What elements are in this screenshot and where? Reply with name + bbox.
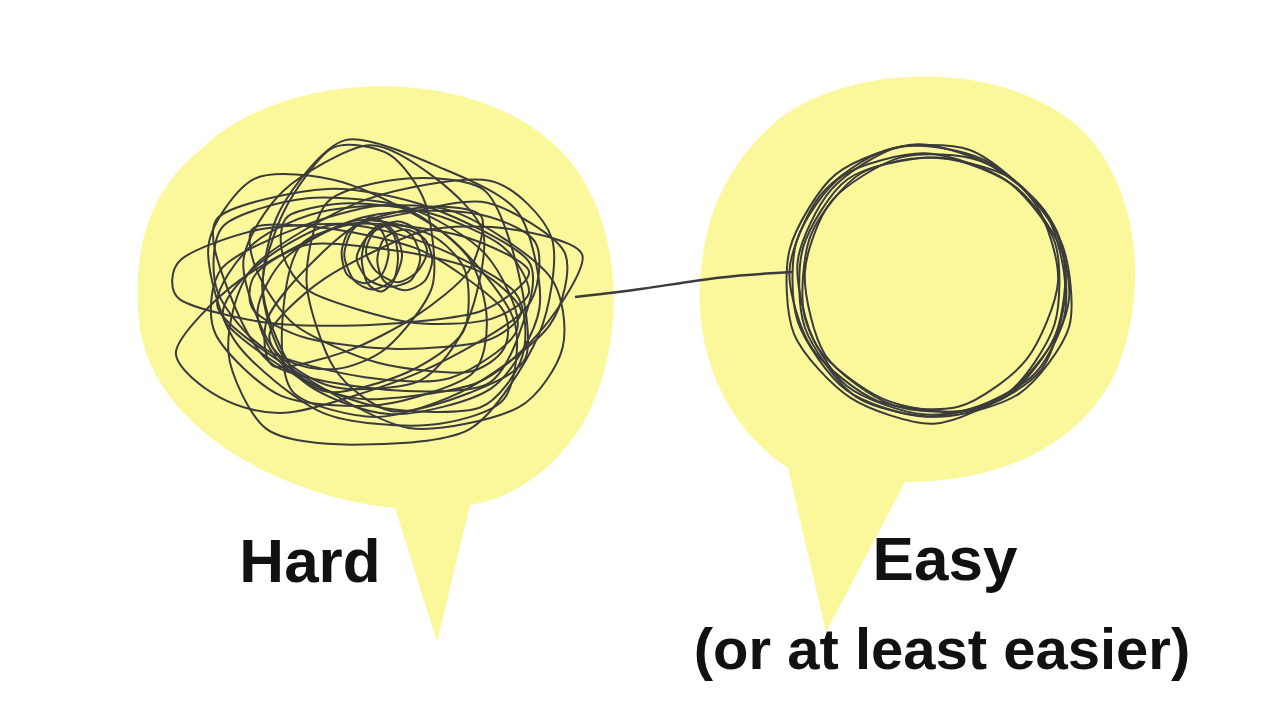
- thought-blob: [700, 77, 1136, 632]
- scribble-stroke: [792, 153, 1059, 416]
- scribble-stroke: [214, 198, 518, 382]
- scribble-stroke: [228, 179, 554, 444]
- label-text: Hard: [239, 530, 380, 592]
- scribble-stroke: [249, 244, 521, 349]
- scribble: [172, 139, 1071, 444]
- label-text: Easy: [873, 528, 1018, 590]
- scribble-stroke: [250, 224, 509, 372]
- thought-blob: [138, 86, 614, 642]
- joining-line: [575, 272, 792, 297]
- scribble-stroke: [789, 145, 1058, 409]
- scribble-stroke: [269, 227, 582, 400]
- scribble-stroke: [211, 205, 487, 406]
- scribble-stroke: [802, 158, 1065, 415]
- label-text: (or at least easier): [694, 620, 1190, 678]
- scribble-stroke: [217, 205, 564, 429]
- scribble-stroke: [176, 211, 539, 413]
- scribble-stroke: [213, 189, 533, 392]
- scribble-stroke: [264, 207, 482, 368]
- scribble-stroke: [377, 229, 432, 290]
